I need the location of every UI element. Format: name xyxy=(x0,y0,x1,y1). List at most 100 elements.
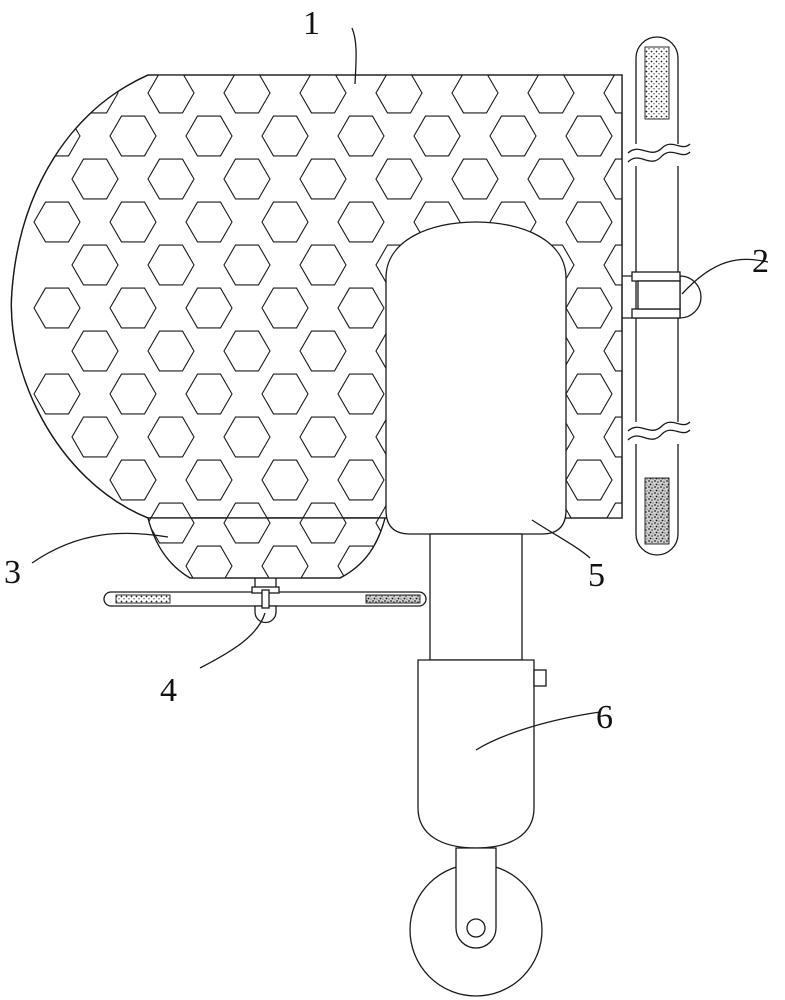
hexagon-hole xyxy=(337,115,385,157)
hexagon-hole xyxy=(451,158,499,200)
hexagon-hole xyxy=(603,158,622,200)
hexagon-hole xyxy=(527,158,575,200)
hexagon-hole xyxy=(185,373,233,415)
hexagon-hole xyxy=(262,30,308,70)
hexagon-hole xyxy=(261,545,309,578)
hexagon-hole xyxy=(603,330,622,372)
hexagon-hole xyxy=(33,373,81,415)
label-part-3: 3 xyxy=(4,554,21,591)
hexagon-hole xyxy=(34,546,80,586)
hexagon-hole xyxy=(528,589,574,629)
hexagon-hole xyxy=(337,459,385,501)
hexagon-hole xyxy=(110,30,156,70)
hexagon-hole xyxy=(186,30,232,70)
hexagon-hole xyxy=(337,373,385,415)
hexagon-hole xyxy=(680,503,726,543)
hexagon-hole xyxy=(375,518,385,544)
hexagon-hole xyxy=(680,503,726,543)
hexagon-hole xyxy=(71,416,119,458)
hexagon-hole xyxy=(147,158,195,200)
hexagon-hole xyxy=(375,75,423,114)
hexagon-hole xyxy=(71,158,119,200)
hexagon-hole xyxy=(71,502,119,518)
hexagon-hole xyxy=(71,244,119,286)
hexagon-hole xyxy=(338,30,384,70)
hexagon-hole xyxy=(603,416,622,458)
hexagon-hole xyxy=(223,502,271,518)
hexagon-hole xyxy=(33,287,81,329)
hexagon-hole xyxy=(718,30,764,70)
hexagon-hole xyxy=(603,75,622,114)
side-brush-bar xyxy=(622,36,702,556)
hexagon-hole xyxy=(261,115,309,157)
hexagon-hole xyxy=(718,374,764,414)
hexagon-hole xyxy=(185,287,233,329)
hexagon-hole xyxy=(756,503,785,543)
hexagon-hole xyxy=(603,502,622,518)
hexagon-hole xyxy=(299,330,347,372)
hexagon-hole xyxy=(718,546,764,586)
hexagon-hole xyxy=(261,373,309,415)
hexagon-hole xyxy=(680,589,726,629)
hexagon-hole xyxy=(413,115,461,157)
leader-lines xyxy=(31,27,769,751)
hexagon-hole xyxy=(223,244,271,286)
hexagon-hole xyxy=(299,158,347,200)
hexagon-hole xyxy=(299,244,347,286)
hexagon-hole xyxy=(756,589,785,629)
hexagon-hole xyxy=(109,373,157,415)
handle-assembly xyxy=(409,533,547,997)
hexagon-hole xyxy=(185,115,233,157)
hexagon-hole xyxy=(680,73,726,113)
hexagon-hole xyxy=(565,115,613,157)
hexagon-hole xyxy=(72,503,118,543)
label-part-5: 5 xyxy=(588,557,605,594)
hexagon-hole xyxy=(299,518,347,544)
hexagon-hole xyxy=(566,30,612,70)
hexagon-hole xyxy=(490,30,536,70)
hexagon-hole xyxy=(33,201,81,243)
hexagon-hole xyxy=(489,115,537,157)
hexagon-hole xyxy=(299,502,347,518)
hexagon-hole xyxy=(680,331,726,371)
hexagon-hole xyxy=(147,416,195,458)
hexagon-hole xyxy=(71,330,119,372)
hexagon-hole xyxy=(109,201,157,243)
hexagon-hole xyxy=(756,417,785,457)
hexagon-hole xyxy=(527,75,575,114)
hexagon-hole xyxy=(223,75,271,114)
hexagon-hole xyxy=(109,287,157,329)
hexagon-hole xyxy=(375,158,423,200)
hexagon-hole xyxy=(148,545,157,578)
label-part-4: 4 xyxy=(160,672,177,709)
hexagon-hole xyxy=(223,330,271,372)
hexagon-hole xyxy=(223,158,271,200)
motor-housing xyxy=(385,221,567,535)
hexagon-hole xyxy=(337,287,385,329)
hexagon-hole xyxy=(603,244,622,286)
hexagon-hole xyxy=(261,201,309,243)
label-part-6: 6 xyxy=(596,699,613,736)
hexagon-hole xyxy=(718,116,764,156)
hexagon-hole xyxy=(185,201,233,243)
hexagon-hole xyxy=(109,115,157,157)
hexagon-hole xyxy=(223,518,271,544)
label-part-2: 2 xyxy=(752,243,769,280)
bottom-brush-bar xyxy=(103,578,427,624)
hexagon-hole xyxy=(299,75,347,114)
hexagon-hole xyxy=(756,503,785,543)
hexagon-hole xyxy=(223,416,271,458)
hexagon-hole xyxy=(147,502,195,518)
hexagon-hole xyxy=(565,201,613,243)
hexagon-hole xyxy=(185,545,233,578)
hexagon-hole xyxy=(147,75,195,114)
hexagon-hole xyxy=(147,244,195,286)
hexagon-hole xyxy=(299,416,347,458)
label-part-1: 1 xyxy=(303,5,320,42)
hexagon-hole xyxy=(756,73,785,113)
hexagon-hole xyxy=(34,30,80,70)
hexagon-hole xyxy=(604,589,650,629)
hexagon-hole xyxy=(718,460,764,500)
hexagon-hole xyxy=(33,459,81,501)
